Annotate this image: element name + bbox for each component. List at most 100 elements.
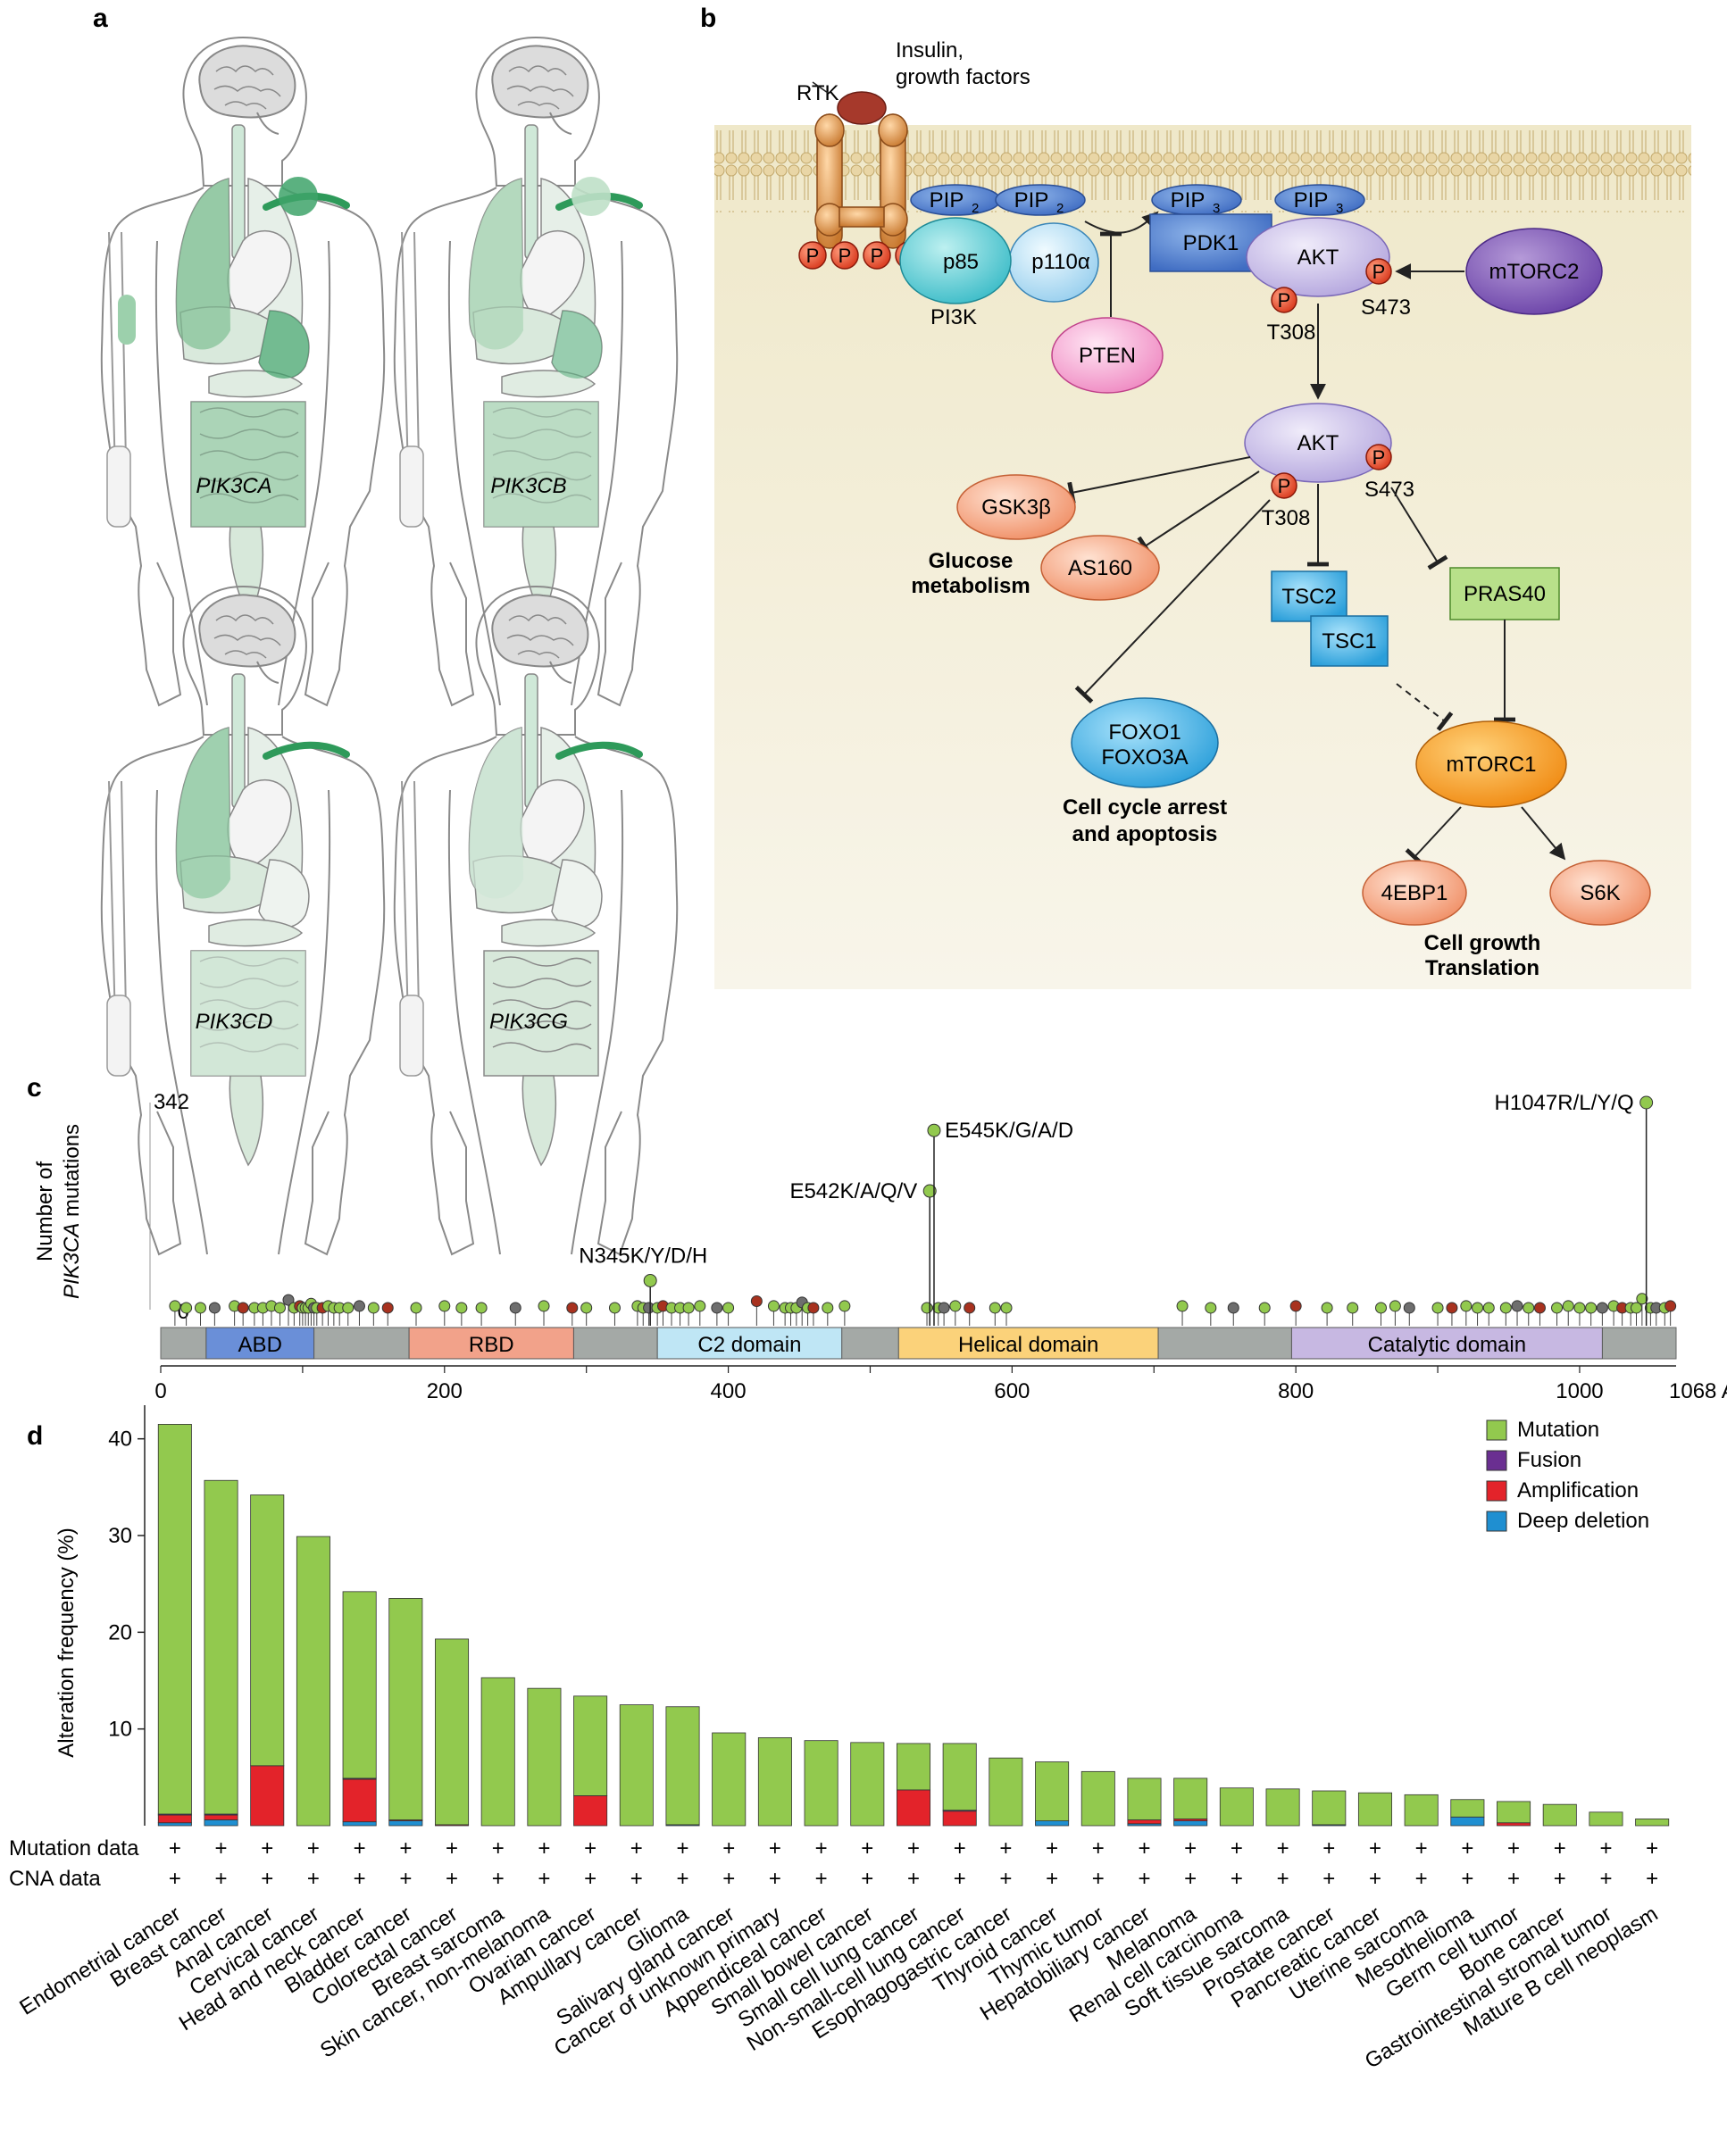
mutation-point	[367, 1302, 380, 1314]
bar-mutation	[850, 1742, 885, 1827]
bar-mutation	[388, 1598, 423, 1820]
y-tick-label: 30	[108, 1524, 132, 1548]
row-marker: +	[215, 1836, 228, 1860]
svg-text:PIP: PIP	[1294, 188, 1329, 212]
row-marker: +	[1184, 1867, 1197, 1891]
hotspot-label: E542K/A/Q/V	[789, 1179, 917, 1203]
bar-mutation	[989, 1757, 1023, 1827]
gsk3b-label: GSK3β	[981, 495, 1051, 520]
legend-label: Amplification	[1517, 1478, 1639, 1503]
mutation-point	[1636, 1293, 1648, 1305]
rtk-pointer	[812, 81, 829, 94]
pten-label: PTEN	[1079, 344, 1136, 368]
svg-text:P: P	[871, 245, 884, 267]
svg-text:P: P	[1372, 261, 1386, 283]
y-axis-label-2: PIK3CA mutations	[60, 1124, 84, 1299]
4ebp1-node	[1362, 860, 1467, 926]
mutation-point	[438, 1300, 451, 1312]
p110-label: p110α	[1031, 250, 1090, 274]
row-marker: +	[769, 1836, 781, 1860]
akt-cytosol-label: AKT	[1297, 431, 1339, 455]
mutation-point	[750, 1295, 763, 1308]
bar-mutation	[480, 1677, 515, 1827]
bar-amplification	[250, 1765, 285, 1827]
row-marker: +	[492, 1836, 505, 1860]
tsc-mtorc1-inhibition	[1396, 683, 1454, 731]
row-marker: +	[1092, 1836, 1105, 1860]
row-marker: +	[815, 1836, 828, 1860]
mutation-point	[1389, 1300, 1401, 1312]
row-marker: +	[492, 1867, 505, 1891]
bar-amplification	[157, 1814, 192, 1824]
row-marker: +	[907, 1867, 920, 1891]
body-pik3ca	[102, 37, 384, 705]
x-tick-label: 400	[711, 1379, 747, 1403]
ligand-blob	[837, 91, 887, 125]
domain-label: Catalytic domain	[1368, 1333, 1526, 1357]
bar-mutation	[1357, 1792, 1392, 1827]
y-axis-label-1: Number of	[33, 1161, 57, 1261]
panel-letter-c: c	[27, 1073, 42, 1103]
as160-label: AS160	[1068, 556, 1132, 580]
pip2-1: PIP 2	[910, 184, 1001, 216]
mutation-point	[608, 1302, 621, 1314]
bar-deep-deletion	[157, 1822, 192, 1827]
s6k-node	[1549, 860, 1651, 926]
bar-mutation	[1080, 1770, 1115, 1827]
akt-cytosol-p-s473	[1365, 444, 1392, 470]
bar-mutation	[712, 1732, 747, 1827]
mutation-point	[989, 1302, 1001, 1314]
mutation-point	[169, 1300, 181, 1312]
row-marker: +	[538, 1867, 550, 1891]
mutation-point	[1573, 1302, 1586, 1314]
row-marker: +	[1415, 1867, 1428, 1891]
akt-pras40-inhibition	[1390, 487, 1448, 570]
legend-swatch	[1486, 1511, 1507, 1532]
pi3k-label: PI3K	[930, 305, 977, 329]
bar-mutation	[342, 1591, 377, 1779]
legend-swatch	[1486, 1450, 1507, 1471]
mutation-point	[1551, 1302, 1564, 1314]
mutation-point	[1460, 1300, 1473, 1312]
domain-label: ABD	[238, 1333, 282, 1357]
row-marker: +	[1646, 1867, 1658, 1891]
mutation-point	[1472, 1302, 1484, 1314]
row-marker: +	[1138, 1867, 1150, 1891]
akt-membrane-p-t308	[1271, 287, 1297, 313]
bar-amplification	[896, 1789, 931, 1827]
row-marker: +	[584, 1867, 597, 1891]
row-marker: +	[1415, 1836, 1428, 1860]
mutation-point	[1227, 1302, 1239, 1314]
bar-mutation	[665, 1706, 700, 1826]
rtk-label: RTK	[797, 81, 839, 105]
row-marker: +	[1461, 1836, 1473, 1860]
svg-text:3: 3	[1336, 201, 1343, 216]
row-marker: +	[307, 1867, 320, 1891]
row-marker: +	[1646, 1836, 1658, 1860]
mutation-point	[237, 1302, 249, 1314]
body-pik3cd	[102, 587, 384, 1254]
mtorc1-s6k-arrow	[1521, 806, 1566, 861]
bar-deep-deletion	[1450, 1816, 1485, 1827]
row-marker: +	[1507, 1867, 1520, 1891]
foxo-label-2: FOXO3A	[1101, 745, 1188, 770]
as160-node	[1040, 535, 1160, 601]
x-tick-label: 1068 AA	[1669, 1379, 1727, 1403]
row-marker: +	[1554, 1836, 1566, 1860]
s473-label-2: S473	[1364, 478, 1414, 502]
mutation-point	[538, 1300, 550, 1312]
hotspot-point	[927, 1123, 941, 1137]
mutation-point	[1258, 1302, 1271, 1314]
row-marker: +	[769, 1867, 781, 1891]
y-tick-label-max: 342	[154, 1090, 189, 1114]
row-marker: +	[354, 1836, 366, 1860]
panel-letter-b: b	[700, 4, 716, 33]
row-marker: +	[954, 1836, 966, 1860]
mutation-point	[509, 1302, 521, 1314]
domain-catalytic-domain	[1290, 1327, 1603, 1360]
row-marker: +	[907, 1836, 920, 1860]
pip3-2: PIP 3	[1274, 184, 1365, 216]
bar-mutation	[1589, 1811, 1623, 1827]
akt-membrane-p-s473	[1365, 258, 1392, 285]
mtorc1-label: mTORC1	[1447, 753, 1537, 777]
